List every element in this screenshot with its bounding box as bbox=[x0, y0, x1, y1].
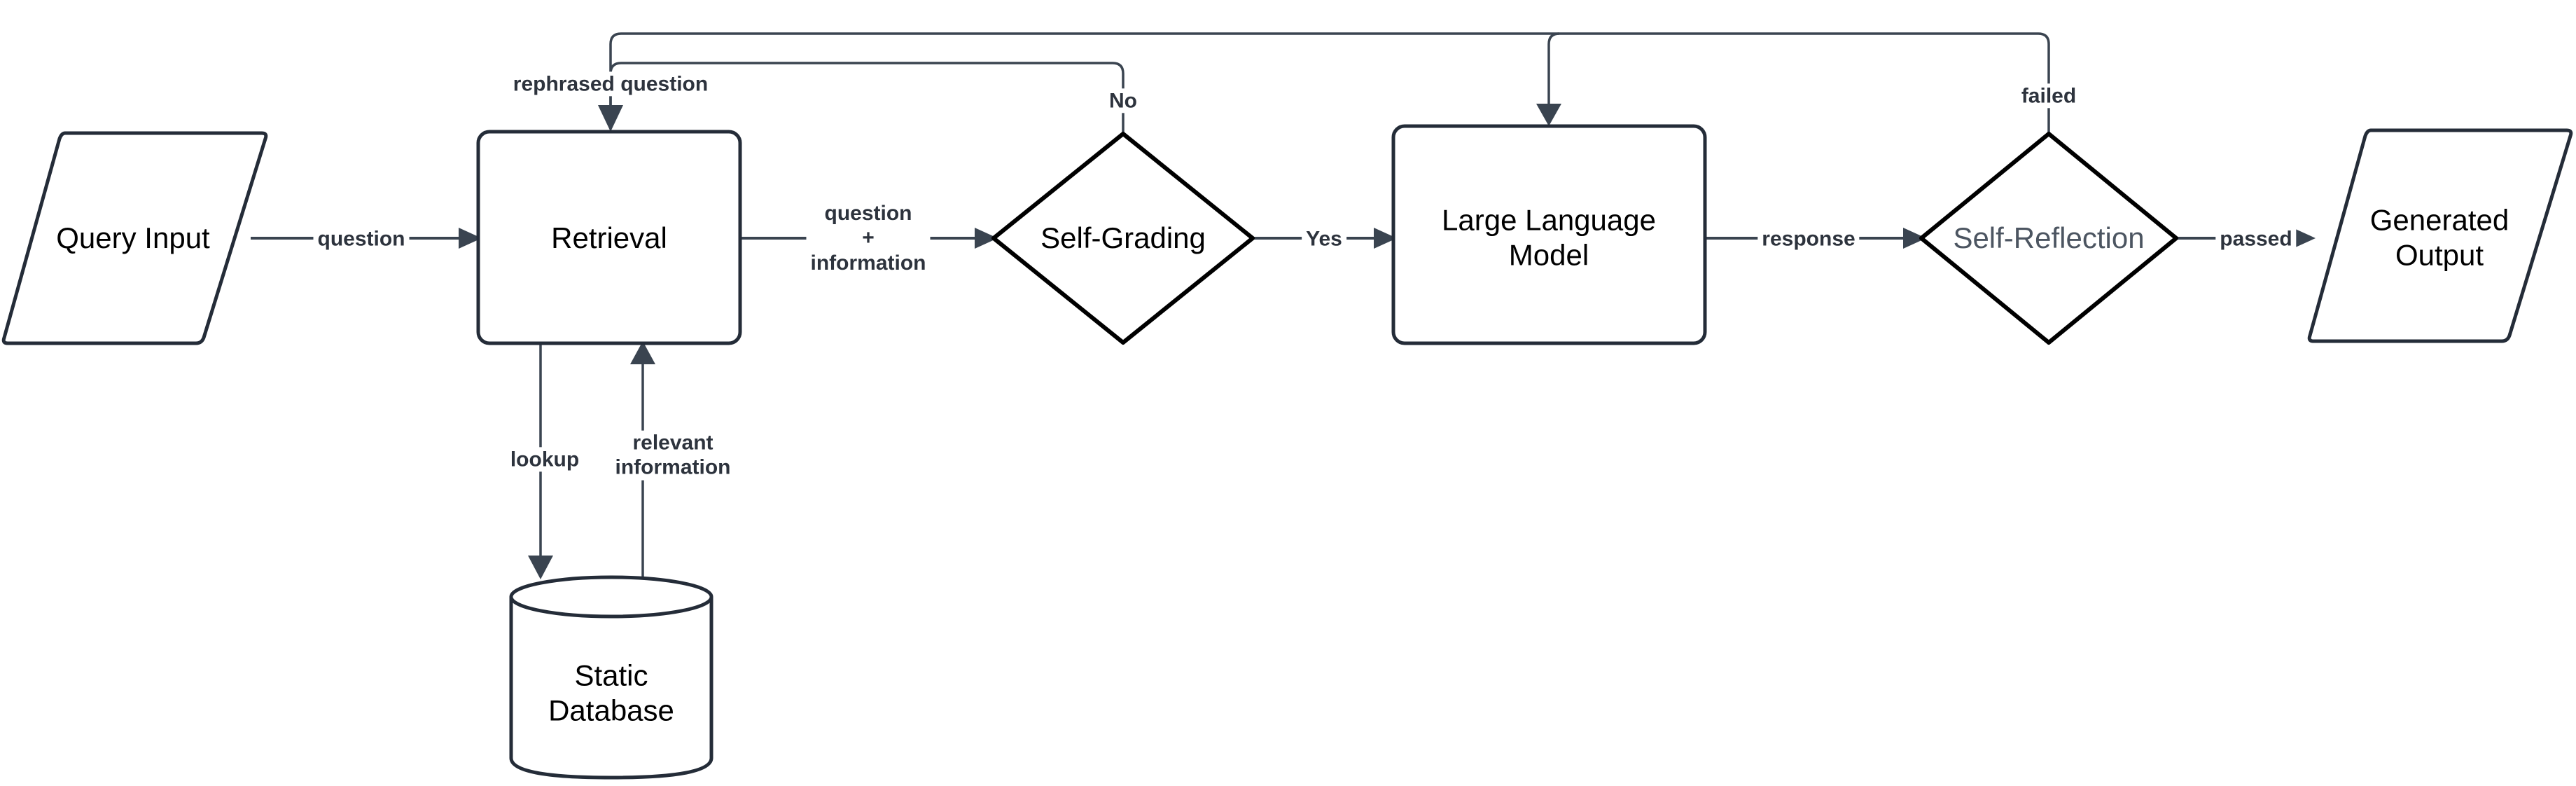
edge-rephrased-question bbox=[598, 105, 623, 132]
query-input-shape[interactable] bbox=[1, 131, 268, 345]
edge-passed-arrowhead bbox=[2292, 228, 2316, 249]
edge-label-failed-line1: failed bbox=[2021, 84, 2077, 108]
node-query-input[interactable] bbox=[1, 131, 268, 345]
edge-label-relevant-information: relevant information bbox=[611, 430, 735, 481]
edge-label-rephrased-question: rephrased question bbox=[508, 71, 713, 97]
static-database-body[interactable] bbox=[509, 597, 713, 780]
edge-label-passed: passed bbox=[2215, 226, 2297, 251]
edge-label-question-information-line1: question bbox=[824, 201, 912, 225]
node-static-database[interactable] bbox=[509, 575, 713, 780]
node-self-reflection[interactable] bbox=[1919, 132, 2178, 345]
edge-label-yes-line1: Yes bbox=[1306, 227, 1342, 251]
edge-label-lookup: lookup bbox=[506, 447, 584, 472]
edge-failed-feedback-line bbox=[609, 32, 2050, 133]
edge-failed-to-llm-line bbox=[1547, 32, 1560, 105]
retrieval-shape[interactable] bbox=[476, 130, 742, 345]
generated-output-shape[interactable] bbox=[2307, 128, 2573, 343]
edge-label-question-information-line2: + bbox=[862, 226, 875, 250]
edge-label-response-line1: response bbox=[1762, 227, 1856, 251]
large-language-model-shape[interactable] bbox=[1391, 124, 1707, 345]
node-self-grading[interactable] bbox=[991, 132, 1255, 345]
edge-rephrased-question-arrowhead bbox=[598, 105, 623, 132]
edge-failed-to-llm-arrowhead bbox=[1536, 104, 1561, 126]
node-large-language-model[interactable] bbox=[1391, 124, 1707, 345]
node-generated-output[interactable] bbox=[2307, 128, 2573, 343]
edge-lookup-arrowhead bbox=[528, 556, 553, 579]
edge-label-rephrased-question-line1: rephrased question bbox=[513, 72, 709, 96]
edge-label-lookup-line1: lookup bbox=[510, 448, 580, 471]
edge-yes-arrowhead bbox=[1374, 228, 1397, 249]
edge-label-relevant-information-line2: information bbox=[615, 456, 731, 479]
edge-label-yes: Yes bbox=[1302, 226, 1346, 251]
edge-response-arrowhead bbox=[1903, 228, 1926, 249]
self-reflection-shape[interactable] bbox=[1919, 132, 2178, 345]
edge-label-response: response bbox=[1757, 226, 1860, 251]
edge-label-failed: failed bbox=[2017, 83, 2081, 109]
edge-label-passed-line1: passed bbox=[2220, 227, 2292, 251]
self-grading-shape[interactable] bbox=[991, 132, 1255, 345]
edge-relevant-information-arrowhead bbox=[630, 341, 655, 364]
edge-label-question: question bbox=[313, 226, 410, 251]
edge-question-arrowhead bbox=[459, 228, 482, 249]
static-database-top[interactable] bbox=[509, 575, 713, 619]
edge-label-question-line1: question bbox=[317, 227, 405, 251]
edge-question-information-arrowhead bbox=[975, 228, 998, 249]
edge-failed-feedback bbox=[609, 32, 2050, 133]
edge-label-no: No bbox=[1105, 88, 1141, 113]
edge-label-no-line1: No bbox=[1109, 89, 1137, 113]
edge-label-question-information-line3: information bbox=[810, 251, 926, 275]
node-retrieval[interactable] bbox=[476, 130, 742, 345]
edge-label-question-information: question + information bbox=[806, 200, 931, 276]
edge-label-relevant-information-line1: relevant bbox=[632, 431, 713, 455]
